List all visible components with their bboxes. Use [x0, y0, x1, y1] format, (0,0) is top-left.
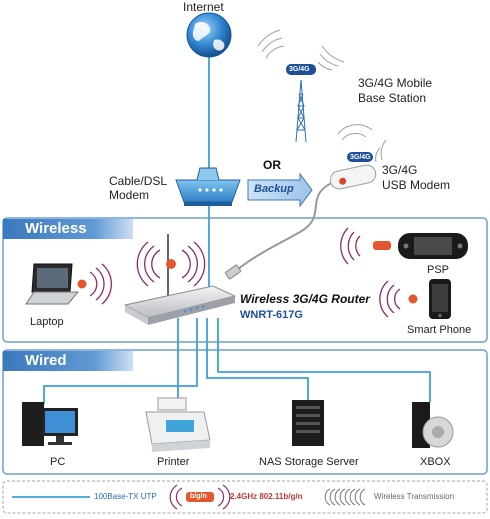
smartphone-label: Smart Phone — [407, 324, 472, 336]
router-icon — [123, 234, 237, 325]
psp-wifi-wave-icon — [340, 227, 361, 265]
legend-utp-label: 100Base-TX UTP — [94, 492, 157, 501]
laptop-wifi-wave-icon — [89, 263, 112, 305]
xbox-icon — [412, 402, 454, 448]
printer-icon — [145, 397, 211, 452]
router-model: WNRT-617G — [240, 309, 303, 321]
base-station-badge-text: 3G/4G — [289, 66, 310, 73]
usb-modem-badge-icon — [347, 152, 373, 162]
legend-wifi-wave-icon — [169, 484, 231, 510]
legend-transmission-label: Wireless Transmission — [374, 492, 455, 501]
utp-cables — [43, 50, 431, 408]
pc-icon — [22, 402, 78, 446]
nas-icon — [292, 400, 324, 446]
psp-wifi-badge-icon — [373, 241, 391, 250]
usb-cable — [234, 179, 339, 273]
wired-section-title: Wired — [3, 351, 133, 371]
xbox-label: XBOX — [420, 456, 451, 468]
router-wifi-badge-icon — [166, 259, 176, 269]
backup-arrow-icon — [247, 172, 313, 208]
modem-label-line2: Modem — [109, 188, 150, 202]
printer-label: Printer — [157, 456, 190, 468]
usb-modem-wave-icon — [337, 124, 387, 163]
backup-label: Backup — [254, 183, 294, 195]
legend-wifi-label: 2.4GHz 802.11b/g/n — [230, 492, 303, 501]
base-station-wave-icon — [257, 29, 345, 71]
nas-label: NAS Storage Server — [259, 456, 359, 468]
router-title: Wireless 3G/4G Router — [240, 292, 370, 306]
modem-label-line1: Cable/DSL — [109, 174, 168, 188]
laptop-label: Laptop — [30, 316, 64, 328]
usb-modem-label-line2: USB Modem — [382, 178, 451, 192]
or-label: OR — [263, 158, 281, 172]
internet-globe-icon — [186, 12, 232, 58]
legend-wifi-badge-text: b/g/n — [190, 493, 207, 500]
cable-modem-icon — [175, 167, 241, 206]
usb-modem-badge-text: 3G/4G — [350, 153, 371, 161]
wireless-section-frame — [2, 217, 488, 343]
wired-section-frame — [2, 349, 488, 475]
usb-plug — [224, 264, 242, 280]
smartphone-wifi-badge-icon — [408, 294, 418, 304]
smartphone-wifi-wave-icon — [379, 280, 401, 318]
base-station-badge-icon — [286, 64, 316, 75]
psp-label: PSP — [427, 264, 450, 276]
base-station-label-line2: Base Station — [358, 91, 427, 105]
legend-wifi-badge-icon — [186, 492, 214, 502]
pc-label: PC — [50, 456, 66, 468]
smartphone-icon — [429, 279, 451, 319]
internet-label: Internet — [183, 0, 224, 14]
wireless-section-title: Wireless — [3, 219, 133, 239]
legend-frame — [2, 480, 488, 514]
router-wifi-wave-icon — [136, 241, 206, 287]
legend-transmission-wave-icon — [324, 488, 366, 506]
laptop-icon — [25, 263, 80, 305]
base-station-tower-icon — [295, 79, 307, 143]
laptop-wifi-badge-icon — [77, 279, 87, 289]
base-station-label-line1: 3G/4G Mobile — [358, 76, 433, 90]
usb-modem-icon — [329, 164, 377, 190]
psp-icon — [398, 233, 468, 259]
usb-modem-label-line1: 3G/4G — [382, 163, 418, 177]
